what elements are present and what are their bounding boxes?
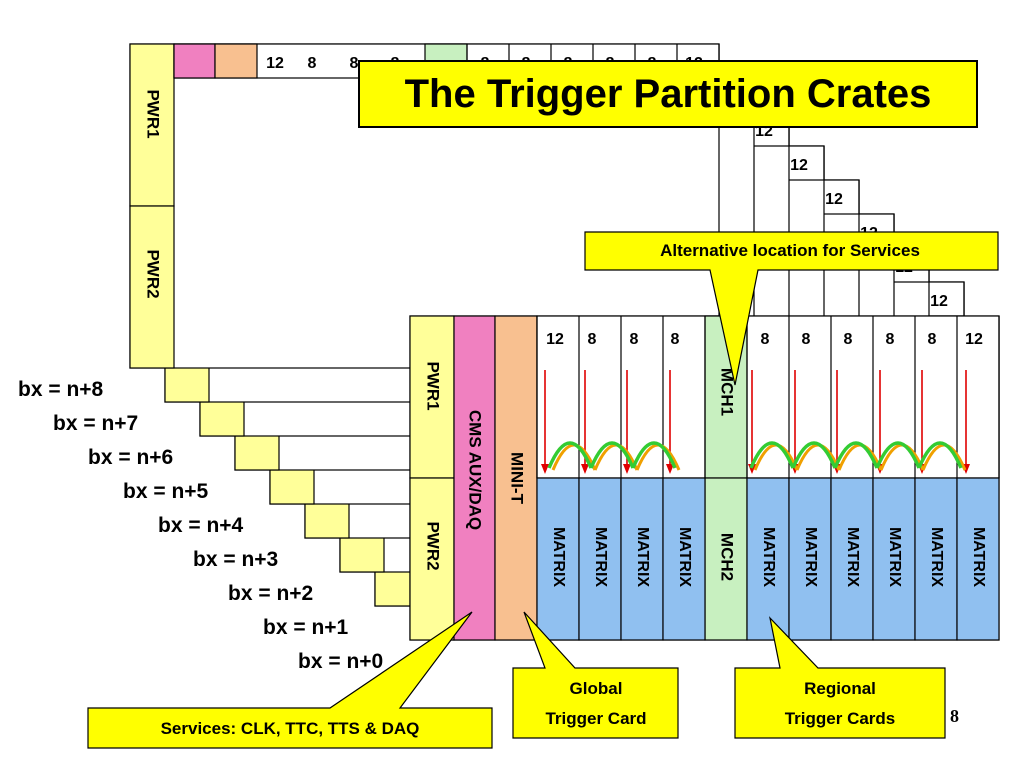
back-slot-number: 12 xyxy=(266,55,284,72)
pwr2-slot xyxy=(409,477,455,641)
bx-label: bx = n+6 xyxy=(88,446,173,469)
slot-number: 8 xyxy=(671,331,680,348)
matrix-label: MATRIX xyxy=(760,527,777,587)
mch2-label: MCH2 xyxy=(718,533,737,581)
bx-label: bx = n+3 xyxy=(193,548,278,571)
slot-number: 8 xyxy=(588,331,597,348)
pwr1-label: PWR1 xyxy=(424,361,443,410)
matrix-label: MATRIX xyxy=(802,527,819,587)
green-arc xyxy=(917,441,963,469)
bx-label: bx = n+5 xyxy=(123,480,209,503)
red-arrow-head xyxy=(541,464,549,474)
matrix-card-1 xyxy=(536,477,580,641)
back-slot-number: 8 xyxy=(350,55,359,72)
matrix-label: MATRIX xyxy=(886,527,903,587)
services-location-text: Alternative location for Services xyxy=(660,241,920,260)
red-arrow-head xyxy=(623,464,631,474)
matrix-card-2 xyxy=(578,477,622,641)
matrix-label: MATRIX xyxy=(844,527,861,587)
services-text: Services: CLK, TTC, TTS & DAQ xyxy=(161,719,420,738)
back-slot-number: 12 xyxy=(790,157,808,174)
mch1-label: MCH1 xyxy=(718,368,737,416)
matrix-card-9 xyxy=(914,477,958,641)
green-arc xyxy=(791,441,837,469)
back-pwr2-slot xyxy=(129,205,175,369)
back-aux-top xyxy=(173,43,216,79)
bx-label: bx = n+0 xyxy=(298,650,383,673)
back-pwr1-slot xyxy=(129,43,175,207)
back-slot-number: 12 xyxy=(825,191,843,208)
global-text-2: Trigger Card xyxy=(545,709,646,728)
page-number: 8 xyxy=(950,706,959,726)
matrix-label: MATRIX xyxy=(592,527,609,587)
slot-number: 8 xyxy=(761,331,770,348)
regional-trigger-callout xyxy=(734,616,946,739)
global-text-1: Global xyxy=(570,679,623,698)
back-slot-number: 8 xyxy=(308,55,317,72)
slot-number: 12 xyxy=(965,331,983,348)
slot-number: 8 xyxy=(802,331,811,348)
back-pwr2-label: PWR2 xyxy=(144,249,163,298)
green-arc xyxy=(589,441,635,469)
matrix-card-7 xyxy=(830,477,874,641)
regional-text-2: Trigger Cards xyxy=(785,709,896,728)
slot-number: 8 xyxy=(630,331,639,348)
green-arc xyxy=(875,441,921,469)
matrix-card-4 xyxy=(662,477,706,641)
services-callout xyxy=(87,611,493,749)
green-arc xyxy=(631,441,677,469)
services-location-callout xyxy=(584,231,999,386)
matrix-card-10 xyxy=(956,477,1000,641)
bx-label: bx = n+2 xyxy=(228,582,313,605)
matrix-label: MATRIX xyxy=(634,527,651,587)
bx-label: bx = n+1 xyxy=(263,616,349,639)
back-mini-top xyxy=(214,43,258,79)
bx-label: bx = n+7 xyxy=(53,412,138,435)
green-arc xyxy=(749,441,795,469)
back-pwr1-label: PWR1 xyxy=(144,89,163,138)
matrix-label: MATRIX xyxy=(550,527,567,587)
mini-t-label: MINI-T xyxy=(508,452,527,505)
slot-number: 8 xyxy=(886,331,895,348)
bx-label: bx = n+8 xyxy=(18,378,104,401)
green-arc xyxy=(547,441,593,469)
matrix-card-5 xyxy=(746,477,790,641)
slot-number: 12 xyxy=(546,331,564,348)
back-slot-number: 12 xyxy=(930,293,948,310)
pwr2-label: PWR2 xyxy=(424,521,443,570)
slot-number: 8 xyxy=(844,331,853,348)
global-trigger-callout xyxy=(512,611,679,739)
green-arc xyxy=(833,441,879,469)
red-arrow-head xyxy=(666,464,674,474)
red-arrow-head xyxy=(581,464,589,474)
bx-label: bx = n+4 xyxy=(158,514,244,537)
matrix-label: MATRIX xyxy=(970,527,987,587)
matrix-label: MATRIX xyxy=(928,527,945,587)
aux-daq-label: CMS AUX/DAQ xyxy=(466,410,485,530)
aux-daq-slot xyxy=(453,315,496,641)
matrix-label: MATRIX xyxy=(676,527,693,587)
slide-title: The Trigger Partition Crates xyxy=(358,60,978,128)
regional-text-1: Regional xyxy=(804,679,876,698)
matrix-card-8 xyxy=(872,477,916,641)
slot-number: 8 xyxy=(928,331,937,348)
matrix-card-6 xyxy=(788,477,832,641)
